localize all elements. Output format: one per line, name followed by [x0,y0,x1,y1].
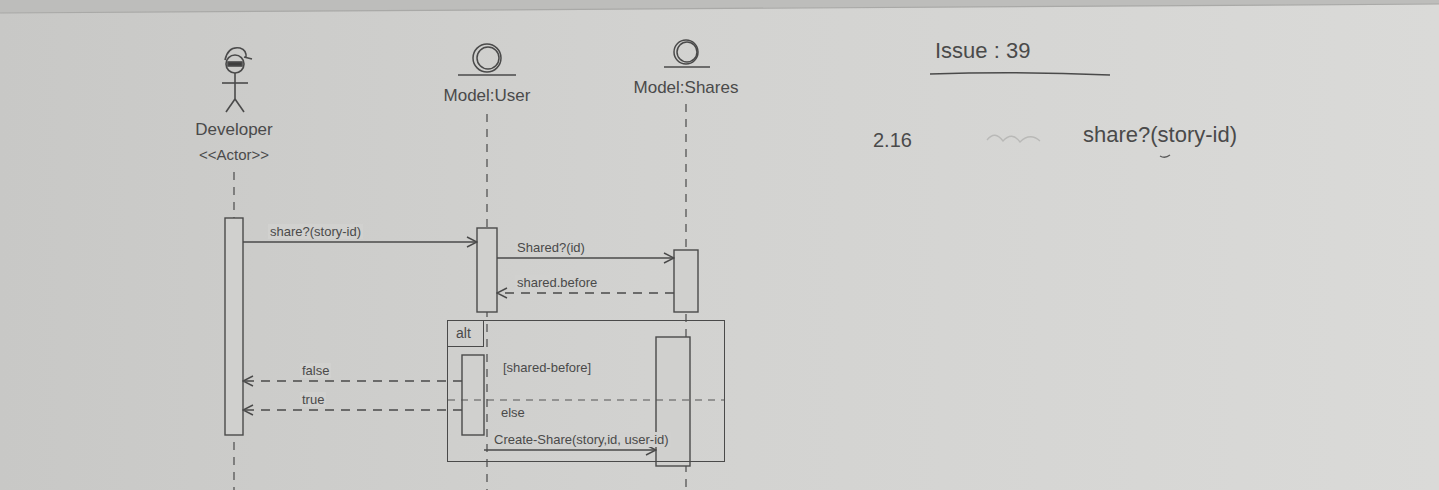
note-anchor: Issue : 39 [935,38,1030,64]
message-label: true [300,392,326,407]
call-message [484,449,656,450]
entity-circle [473,44,501,72]
else-label: else [501,405,724,420]
activations [225,218,698,466]
actor-arms [222,82,248,84]
actor-name: Developer [195,120,273,140]
actor-body [234,73,236,99]
object-lifeline-head: Model:User [444,86,531,106]
activation-bar [462,355,484,435]
call-message [497,257,674,258]
issue-number: Issue : 39 [935,38,1030,64]
object-name: Model:User [444,86,531,106]
entity-circle [674,40,698,64]
note-anchor: 2.16 [873,128,912,152]
entity-underline [458,74,516,76]
entity-underline [664,66,710,68]
return-message [243,409,462,410]
return-message [243,380,462,381]
pencil-tick [1160,155,1170,157]
message-label: Shared?(id) [515,240,587,255]
message-label-anchor: shared.before [515,275,599,290]
lifelines [234,104,686,490]
stereotype-label: <<Actor>> [195,146,273,164]
actor-cap [225,48,252,60]
section-number: 2.16 [873,128,912,152]
guard-condition: [shared-before] [503,360,724,375]
actor-leg [226,99,235,112]
entity-circle [477,47,499,69]
entity-symbols [458,40,710,75]
message-label: shared.before [515,275,599,290]
activation-bar [225,218,243,435]
message-label: share?(story-id) [268,224,363,239]
method-name: share?(story-id) [1083,122,1237,148]
fragment-divider [448,399,724,400]
object-name: Model:Shares [634,78,739,98]
call-message [243,241,477,242]
paper-edge [0,0,1439,13]
paper-edge-line [0,4,1439,13]
return-message [497,292,674,293]
actor-leg [235,99,244,112]
message-label-anchor: Shared?(id) [515,240,587,255]
entity-circle [677,42,697,62]
actor-glasses [228,62,242,66]
object-lifeline-head: Model:Shares [634,78,739,98]
fragment-operator: alt [448,321,484,347]
actor-lifeline-head: Developer <<Actor>> [195,120,273,164]
activation-bar [477,228,497,312]
note-anchor: share?(story-id) [1083,122,1237,148]
title-underline [930,73,1110,75]
actor-head [226,55,244,73]
message-label-anchor: true [300,392,326,407]
message-label: Create-Share(story,id, user-id) [492,432,671,447]
message-label-anchor: Create-Share(story,id, user-id) [492,432,671,447]
actor-figure [222,48,252,112]
message-label-anchor: false [300,363,331,378]
message-group [243,242,674,450]
erased-word [987,135,1040,142]
activation-bar [674,250,698,312]
message-label: false [300,363,331,378]
message-label-anchor: share?(story-id) [268,224,363,239]
